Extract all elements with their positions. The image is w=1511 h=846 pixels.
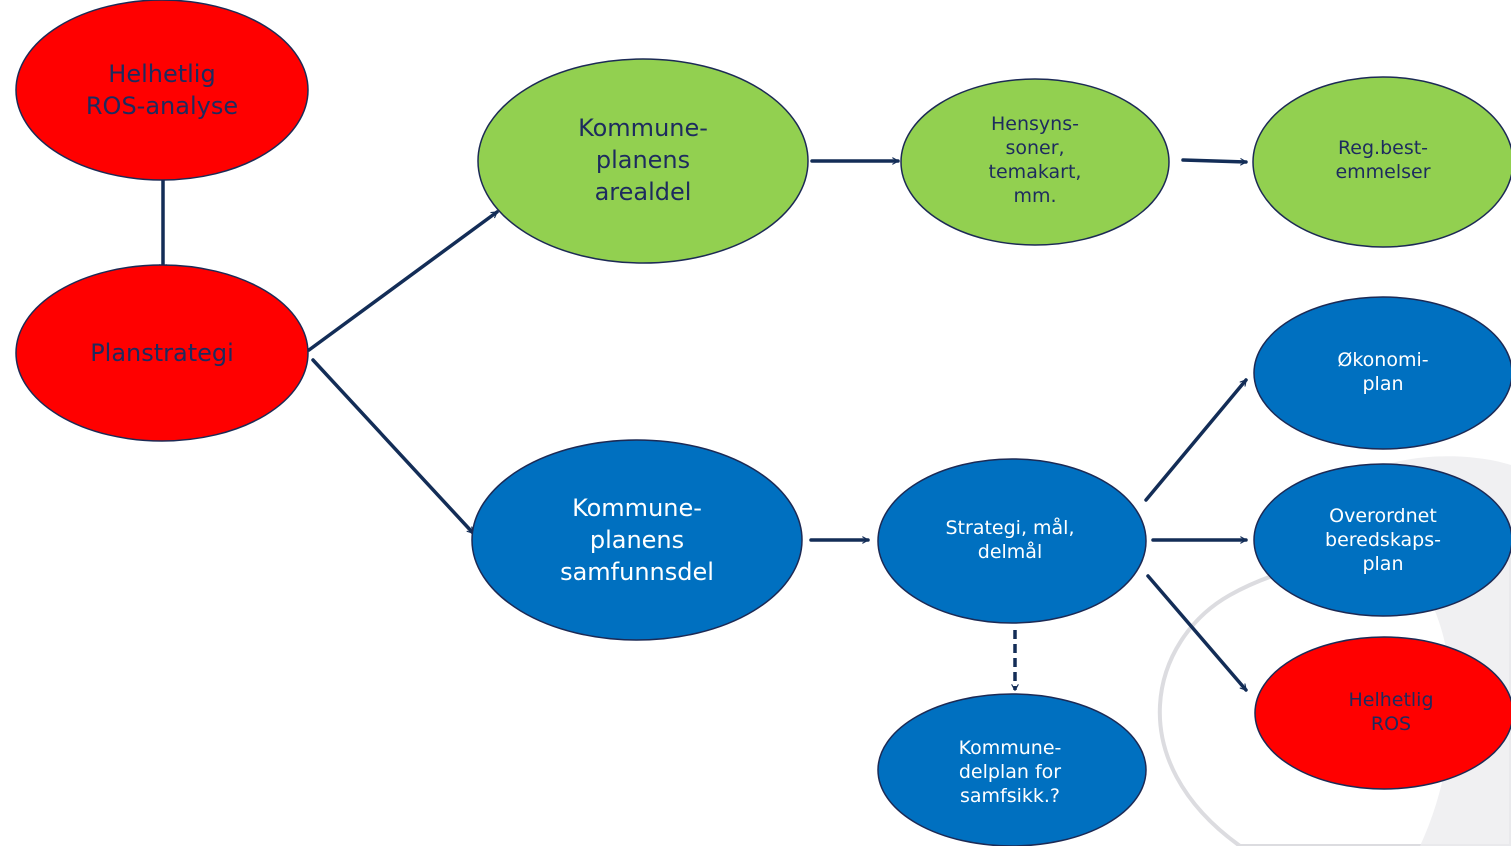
node-helhetlig-ros	[1254, 636, 1511, 790]
arrow-strategi-to-okonomiplan	[1144, 378, 1248, 502]
node-helhetlig-ros-analyse	[15, 0, 309, 181]
node-kommunedelplan	[877, 693, 1147, 846]
node-hensynssoner	[900, 78, 1170, 246]
arrow-hensynssoner-to-regbest	[1181, 158, 1248, 166]
node-reg-bestemmelser	[1252, 76, 1511, 248]
nodes	[15, 0, 1511, 846]
node-okonomiplan	[1253, 296, 1511, 450]
node-arealdel	[477, 58, 809, 264]
arrow-strategi-to-helhetlig-ros	[1146, 574, 1248, 692]
node-samfunnsdel	[471, 439, 803, 641]
arrow-planstrategi-to-samfunnsdel	[311, 358, 475, 535]
connectors	[159, 153, 1248, 692]
node-planstrategi	[15, 264, 309, 442]
node-strategi	[877, 458, 1147, 624]
node-beredskapsplan	[1253, 463, 1511, 617]
arrow-planstrategi-to-arealdel	[307, 210, 499, 352]
